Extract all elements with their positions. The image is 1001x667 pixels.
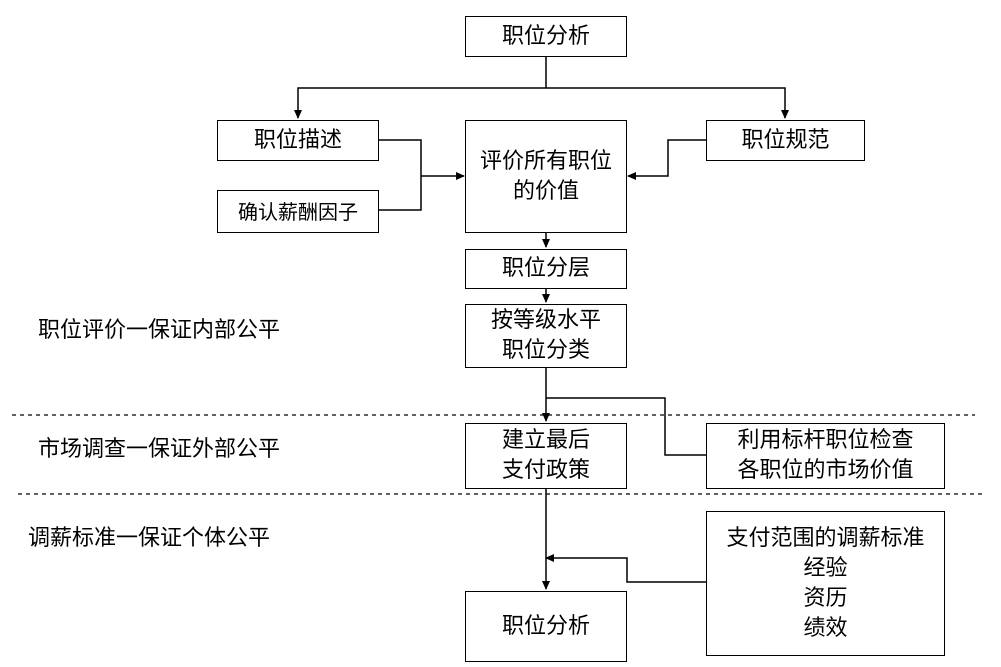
node-text: 评价所有职位 (479, 148, 612, 174)
node-final-pay-policy: 建立最后 支付政策 (465, 423, 627, 489)
node-classify-by-grade: 按等级水平 职位分类 (465, 304, 627, 368)
node-text: 资历 (803, 585, 848, 611)
label-external-fairness: 市场调查一保证外部公平 (38, 437, 281, 462)
node-text: 职位规范 (741, 127, 830, 153)
node-text: 职位分类 (501, 338, 590, 363)
node-job-specification: 职位规范 (706, 120, 865, 161)
edge-top-to-spec (546, 87, 789, 119)
edge-desc-to-merge (378, 139, 422, 176)
node-text: 职位分析 (501, 23, 590, 49)
edge-factor-to-merge (378, 176, 422, 211)
node-text: 绩效 (803, 615, 848, 641)
node-text: 职位分层 (501, 256, 590, 281)
label-individual-fairness: 调薪标准一保证个体公平 (28, 526, 271, 551)
node-benchmark-check: 利用标杆职位检查 各职位的市场价值 (706, 423, 945, 489)
node-text: 职位分析 (501, 613, 590, 639)
node-job-analysis-top: 职位分析 (465, 16, 627, 57)
node-text: 建立最后 (501, 428, 590, 453)
node-evaluate-all-jobs: 评价所有职位 的价值 (465, 120, 627, 233)
node-job-layering: 职位分层 (465, 249, 627, 289)
node-text: 的价值 (512, 178, 579, 204)
node-text: 支付范围的调薪标准 (726, 525, 925, 551)
edge-benchmark-loop (546, 397, 706, 456)
node-text: 职位描述 (253, 127, 342, 153)
edge-range-to-main (545, 554, 706, 583)
node-job-analysis-bottom: 职位分析 (465, 591, 627, 662)
node-confirm-pay-factors: 确认薪酬因子 (217, 190, 379, 233)
label-internal-fairness: 职位评价一保证内部公平 (38, 318, 281, 343)
node-text: 经验 (803, 555, 848, 581)
node-text: 利用标杆职位检查 (737, 428, 914, 453)
edge-top-to-desc (294, 87, 546, 119)
edge-spec-to-eval (627, 139, 706, 180)
node-text: 按等级水平 (490, 308, 601, 333)
node-job-description: 职位描述 (217, 120, 379, 161)
node-text: 各职位的市场价值 (737, 458, 914, 483)
node-text: 确认薪酬因子 (238, 199, 358, 224)
node-pay-range-standard: 支付范围的调薪标准 经验 资历 绩效 (706, 511, 945, 656)
node-text: 支付政策 (501, 458, 590, 483)
